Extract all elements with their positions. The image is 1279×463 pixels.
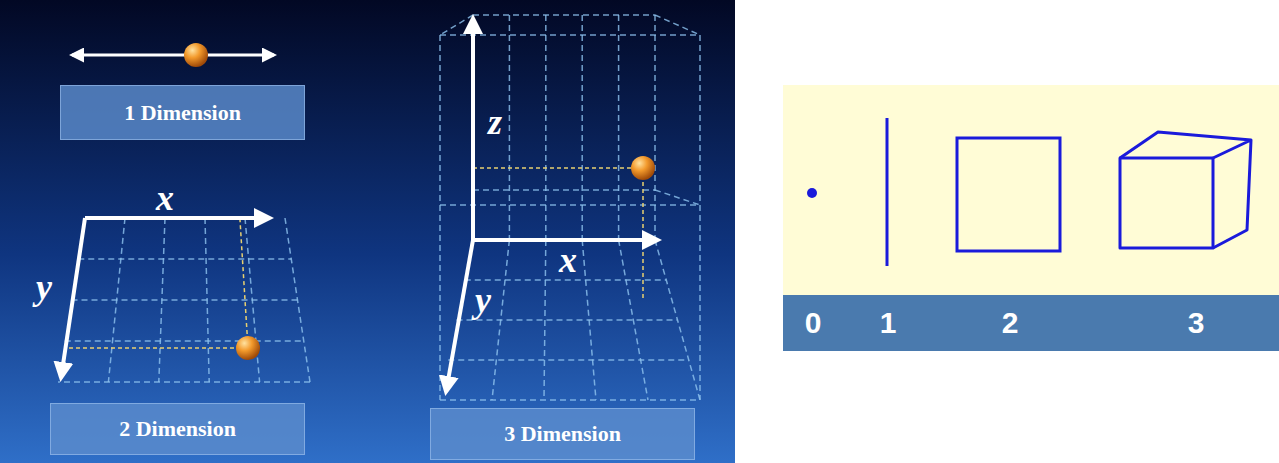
box-label: 1 Dimension bbox=[124, 100, 241, 126]
grid-line bbox=[440, 399, 700, 401]
grid-line bbox=[492, 240, 509, 400]
grid-line bbox=[509, 15, 511, 240]
grid-line bbox=[159, 218, 165, 382]
dimension-label-box: 2 Dimension bbox=[50, 403, 305, 455]
dimension-number: 0 bbox=[805, 306, 822, 340]
cube-shape bbox=[1120, 132, 1251, 248]
grid-line bbox=[439, 35, 441, 400]
line-shape bbox=[886, 118, 889, 266]
axis-label: y bbox=[475, 279, 491, 321]
dark-panel bbox=[0, 0, 735, 463]
grid-3d bbox=[440, 15, 700, 400]
grid-line bbox=[581, 15, 583, 240]
square-shape bbox=[957, 138, 1060, 251]
projection-line bbox=[473, 167, 643, 169]
dimension-number: 3 bbox=[1188, 306, 1205, 340]
grid-line bbox=[440, 34, 700, 36]
grid-line bbox=[545, 15, 547, 240]
ball bbox=[236, 336, 260, 360]
ball bbox=[184, 43, 208, 67]
grid-line bbox=[654, 15, 656, 240]
dimension-number: 1 bbox=[880, 306, 897, 340]
grid-line bbox=[582, 240, 596, 400]
grid-line bbox=[78, 258, 291, 260]
grid-line bbox=[618, 15, 620, 240]
number-bar bbox=[783, 295, 1279, 351]
cube-front bbox=[1120, 158, 1213, 248]
dimension-label-box: 3 Dimension bbox=[430, 408, 695, 460]
grid-line bbox=[655, 190, 700, 205]
dimension-number: 2 bbox=[1002, 306, 1019, 340]
grid-line bbox=[699, 35, 701, 400]
grid-2d bbox=[58, 218, 310, 382]
grid-line bbox=[58, 381, 310, 383]
z-axis bbox=[471, 18, 475, 240]
grid-line bbox=[440, 15, 473, 35]
ball bbox=[631, 156, 655, 180]
x-axis bbox=[85, 216, 270, 220]
cube-edges bbox=[1120, 132, 1251, 248]
axis-label: x bbox=[156, 177, 174, 219]
grid-line bbox=[72, 299, 298, 301]
light-panel bbox=[783, 85, 1279, 295]
grid-line bbox=[205, 218, 209, 382]
box-label: 2 Dimension bbox=[119, 416, 236, 442]
axis-label: z bbox=[488, 101, 502, 143]
grid-line bbox=[473, 189, 655, 191]
y-axis bbox=[61, 218, 85, 378]
grid-line bbox=[544, 240, 546, 400]
axis-label: y bbox=[36, 266, 52, 308]
grid-line bbox=[473, 14, 655, 16]
grid-line bbox=[448, 359, 689, 361]
projection-line bbox=[240, 220, 248, 348]
y-axis bbox=[446, 240, 473, 392]
grid-line bbox=[108, 218, 125, 382]
projection-line bbox=[642, 168, 644, 300]
grid-line bbox=[619, 240, 648, 400]
projection-line bbox=[65, 347, 248, 349]
point-shape bbox=[807, 188, 817, 198]
grid-line bbox=[65, 340, 304, 342]
dimension-label-box: 1 Dimension bbox=[60, 85, 305, 140]
axis-label: x bbox=[559, 239, 577, 281]
grid-line bbox=[440, 204, 700, 206]
double-arrow bbox=[72, 54, 274, 57]
box-label: 3 Dimension bbox=[504, 421, 621, 447]
grid-line bbox=[655, 15, 700, 35]
